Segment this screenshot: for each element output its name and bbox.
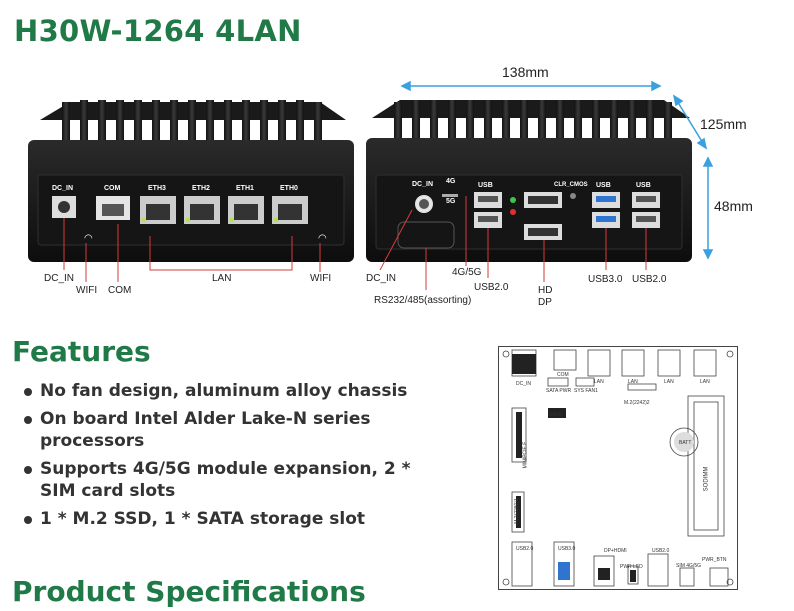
board-label-sys-fan: SYS FAN1	[574, 388, 598, 394]
board-label-batt: BATT	[679, 440, 692, 446]
feature-item: On board Intel Alder Lake-N series proce…	[22, 408, 440, 452]
board-label-usb20-b: USB2.0	[652, 548, 670, 554]
dimension-width: 138mm	[502, 64, 549, 80]
front-panel-diagram: ◠ ◠	[28, 80, 714, 290]
callout-wifi-left: WIFI	[76, 285, 98, 296]
board-label-minipcie: MINIPCIE F	[522, 441, 529, 469]
front-unit: ◠ ◠	[28, 100, 354, 282]
board-label-dp-hdmi: DP+HDMI	[604, 548, 627, 554]
board-label-com: COM	[557, 372, 569, 378]
rear-port-dcin: DC_IN	[412, 181, 434, 188]
feature-item: 1 * M.2 SSD, 1 * SATA storage slot	[22, 508, 440, 530]
features-heading: Features	[12, 335, 151, 368]
callout-hd: HD	[538, 285, 553, 296]
page-title: H30W-1264 4LAN	[14, 14, 302, 48]
rear-port-usb-c: USB	[636, 182, 651, 189]
rear-port-clr-cmos: CLR_CMOS	[554, 182, 588, 188]
features-list: No fan design, aluminum alloy chassis On…	[22, 380, 440, 536]
front-port-com: COM	[104, 185, 121, 192]
callout-dp: DP	[538, 297, 552, 308]
dimension-depth: 125mm	[700, 116, 747, 132]
rear-port-4g: 4G	[446, 178, 456, 185]
callout-rs232: RS232/485(assorting)	[374, 295, 472, 306]
board-label-sata-pwr: SATA PWR	[546, 388, 572, 394]
bullet-icon	[24, 466, 32, 474]
front-port-eth2: ETH2	[192, 185, 210, 192]
bullet-icon	[24, 388, 32, 396]
front-port-eth3: ETH3	[148, 185, 166, 192]
board-label-lan-2: LAN	[628, 379, 638, 385]
board-label-lan-1: LAN	[594, 379, 604, 385]
rear-port-5g: 5G	[446, 198, 456, 205]
board-label-sim: SIM 4G/5G	[676, 563, 702, 569]
board-label-lan-4: LAN	[700, 379, 710, 385]
callout-lan: LAN	[212, 273, 232, 284]
callout-com: COM	[108, 285, 132, 296]
front-port-dcin: DC_IN	[52, 185, 74, 192]
rear-port-usb-a: USB	[478, 182, 493, 189]
front-port-eth0: ETH0	[280, 185, 298, 192]
callout-wifi-right: WIFI	[310, 273, 332, 284]
board-label-dc-in: DC_IN	[516, 381, 532, 387]
feature-item: No fan design, aluminum alloy chassis	[22, 380, 440, 402]
callout-dc-in: DC_IN	[44, 273, 75, 284]
svg-text:◠: ◠	[318, 233, 327, 244]
product-specifications-heading: Product Specifications	[12, 575, 366, 608]
board-label-pwr-led: PWR LED	[620, 564, 643, 570]
callout-usb30: USB3.0	[588, 274, 623, 285]
rear-port-usb-b: USB	[596, 182, 611, 189]
board-label-lan-3: LAN	[664, 379, 674, 385]
rear-unit	[366, 80, 714, 290]
board-label-m2-2280: M.2(2280)1	[513, 498, 520, 524]
dimension-height: 48mm	[714, 198, 753, 214]
board-label-pwr-btn: PWR_BTN	[702, 557, 727, 563]
motherboard-layout-diagram	[498, 346, 738, 590]
callout-4g5g: 4G/5G	[452, 267, 482, 278]
callout-usb20-b: USB2.0	[632, 274, 667, 285]
board-label-usb30: USB3.0	[558, 546, 576, 552]
front-port-eth1: ETH1	[236, 185, 254, 192]
feature-item: Supports 4G/5G module expansion, 2 * SIM…	[22, 458, 440, 502]
board-label-sata: SATA	[549, 412, 562, 418]
board-label-m2-2242: M.2(2242)2	[624, 400, 650, 406]
callout-rear-dc-in: DC_IN	[366, 273, 397, 284]
svg-text:◠: ◠	[84, 233, 93, 244]
bullet-icon	[24, 416, 32, 424]
bullet-icon	[24, 516, 32, 524]
callout-usb20-a: USB2.0	[474, 282, 509, 293]
board-label-usb20-a: USB2.0	[516, 546, 534, 552]
board-label-sodimm: SODIMM	[703, 466, 710, 492]
